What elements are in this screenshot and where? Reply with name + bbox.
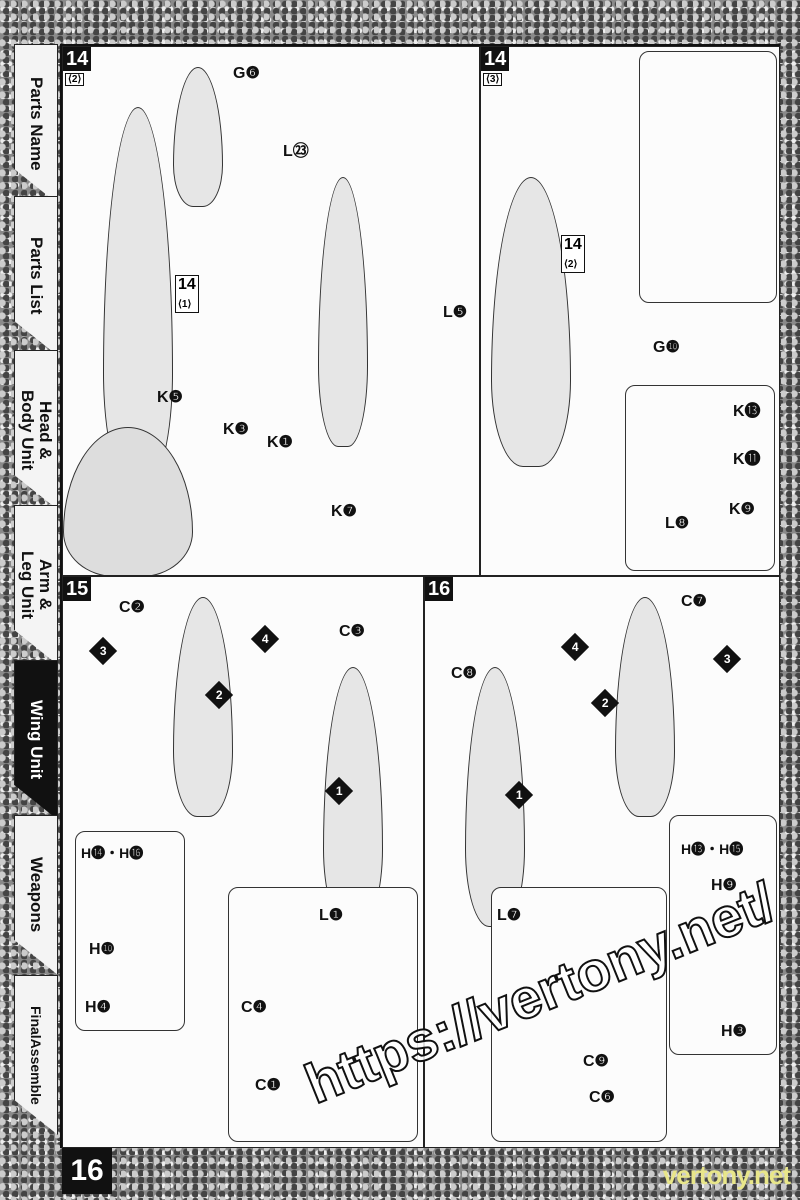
order-number: 3: [723, 652, 731, 666]
site-logo: vertony.net: [662, 1160, 791, 1190]
part-label: H❸: [721, 1023, 747, 1040]
detail-inset: [63, 427, 193, 575]
ref-step: 14 ⟨1⟩: [175, 275, 199, 313]
part-label: C❽: [451, 665, 477, 682]
tab-arm-leg[interactable]: Arm & Leg Unit: [14, 505, 58, 665]
order-number: 4: [571, 640, 579, 654]
detail-inset: [639, 51, 777, 303]
step-number: 14: [63, 47, 92, 71]
part-label: C❻: [589, 1089, 615, 1106]
order-marker: 3: [88, 636, 118, 666]
ref-sub-step: ⟨1⟩: [178, 299, 192, 310]
detail-inset: [669, 815, 777, 1055]
order-marker: 4: [560, 632, 590, 662]
part-label: K❼: [331, 503, 357, 520]
tab-label: FinalAssemble: [28, 1005, 44, 1105]
tab-parts-list[interactable]: Parts List: [14, 196, 58, 356]
ref-sub-step: ⟨2⟩: [564, 259, 578, 270]
part-label: L❼: [497, 907, 522, 924]
part-label: L㉓: [283, 143, 309, 160]
wing-part: [173, 67, 223, 207]
part-label: L❶: [319, 907, 344, 924]
tab-label: Weapons: [27, 857, 46, 933]
wing-part: [173, 597, 233, 817]
tab-head-body[interactable]: Head & Body Unit: [14, 350, 58, 510]
detail-inset: [228, 887, 418, 1142]
order-number: 2: [601, 696, 609, 710]
tab-final-assemble[interactable]: FinalAssemble: [14, 975, 58, 1135]
order-number: 1: [515, 788, 523, 802]
detail-inset: [491, 887, 667, 1142]
part-label: C❶: [255, 1077, 281, 1094]
part-label: K❶: [267, 434, 293, 451]
step-14-2: 14 ⟨2⟩ 14 ⟨1⟩ G❻ L㉓ L❺ K❺ K❸ K❶ K❼: [62, 46, 480, 576]
step-number: 15: [63, 577, 92, 601]
part-label: L❽: [665, 515, 690, 532]
part-label: G❻: [233, 65, 260, 82]
tab-parts-name[interactable]: Parts Name: [14, 44, 58, 204]
part-label: K⓭: [733, 403, 761, 420]
order-number: 3: [99, 644, 107, 658]
tab-label: Parts List: [27, 237, 46, 315]
ref-step-number: 14: [564, 236, 582, 253]
part-label: K⓫: [733, 451, 761, 468]
part-label: K❸: [223, 421, 249, 438]
order-number: 2: [215, 688, 223, 702]
ref-step-number: 14: [178, 276, 196, 293]
wing-part: [491, 177, 571, 467]
tab-label: Parts Name: [27, 77, 46, 171]
detail-inset: [625, 385, 775, 571]
tab-label: Wing Unit: [27, 700, 46, 780]
step-16: 16 C❼ C❽ H⓭・H⓯ H❾ H❸ L❼ C❾ C❻ 4 3 2 1: [424, 576, 780, 1148]
sub-step: ⟨3⟩: [483, 73, 503, 86]
part-label: H⓭・H⓯: [681, 841, 744, 857]
page-number: 16: [62, 1148, 112, 1194]
part-label: K❺: [157, 389, 183, 406]
part-label: C❾: [583, 1053, 609, 1070]
part-label: H❹: [85, 999, 111, 1016]
part-label: H⓮・H⓰: [81, 845, 144, 861]
part-label: C❸: [339, 623, 365, 640]
order-marker: 4: [250, 624, 280, 654]
order-number: 4: [261, 632, 269, 646]
step-number: 16: [425, 577, 454, 601]
wing-part: [318, 177, 368, 447]
tab-wing-unit[interactable]: Wing Unit: [14, 660, 58, 820]
part-label: C❷: [119, 599, 145, 616]
manual-page: 14 ⟨2⟩ 14⟨1⟩ G❻ L㉓ L❺ K❺ K❸ K❶ K❼ 14 ⟨3⟩…: [60, 44, 780, 1148]
step-number: 14: [481, 47, 510, 71]
step-14-3: 14 ⟨3⟩ 14 ⟨2⟩ G❿ K⓭ K⓫ K❾ L❽: [480, 46, 780, 576]
part-label: H❾: [711, 877, 737, 894]
wing-part: [615, 597, 675, 817]
part-label: C❹: [241, 999, 267, 1016]
tab-weapons[interactable]: Weapons: [14, 815, 58, 975]
tab-label: Head & Body Unit: [18, 389, 55, 471]
order-number: 1: [335, 784, 343, 798]
tab-label: Arm & Leg Unit: [18, 551, 55, 619]
part-label: C❼: [681, 593, 707, 610]
part-label: G❿: [653, 339, 680, 356]
order-marker: 3: [712, 644, 742, 674]
part-label: L❺: [443, 304, 468, 321]
part-label: K❾: [729, 501, 755, 518]
ref-step: 14 ⟨2⟩: [561, 235, 585, 273]
step-15: 15 C❷ C❸ H⓮・H⓰ H❿ H❹ L❶ C❹ C❶ 4 3 2 1: [62, 576, 424, 1148]
detail-inset: [75, 831, 185, 1031]
sub-step: ⟨2⟩: [65, 73, 85, 86]
part-label: H❿: [89, 941, 115, 958]
